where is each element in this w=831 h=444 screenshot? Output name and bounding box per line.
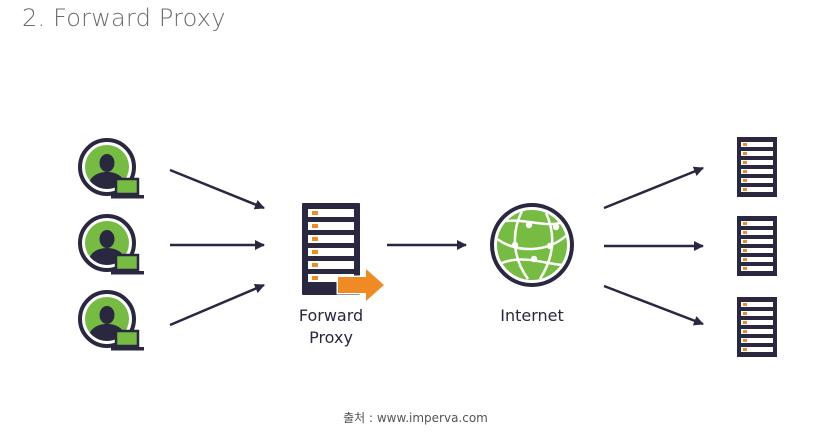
proxy-label-line-2: Proxy (309, 328, 353, 347)
forward-arrow-icon (336, 265, 387, 305)
proxy-label: Forward Proxy (276, 305, 386, 349)
proxy-label-line-1: Forward (298, 306, 364, 325)
arrow-internet-to-server3 (603, 284, 704, 326)
server-icon (737, 137, 777, 197)
arrow-client1-to-proxy (169, 168, 265, 210)
arrow-internet-to-server1 (603, 166, 704, 210)
server-icon (302, 203, 360, 295)
user-laptop-icon (78, 290, 144, 351)
client-user-2 (78, 214, 144, 275)
page-title: 2. Forward Proxy (22, 4, 226, 32)
client-user-3 (78, 290, 144, 351)
user-laptop-icon (78, 138, 144, 199)
destination-server-3 (737, 297, 777, 357)
proxy-server (302, 203, 387, 305)
client-user-1 (78, 138, 144, 199)
globe-icon (490, 203, 574, 287)
server-icon (737, 297, 777, 357)
arrow-client3-to-proxy (169, 283, 265, 327)
internet-globe (490, 203, 574, 287)
user-laptop-icon (78, 214, 144, 275)
server-icon (737, 216, 777, 276)
internet-label: Internet (500, 306, 564, 325)
source-credit: 출처 : www.imperva.com (343, 411, 488, 425)
destination-server-1 (737, 137, 777, 197)
destination-server-2 (737, 216, 777, 276)
